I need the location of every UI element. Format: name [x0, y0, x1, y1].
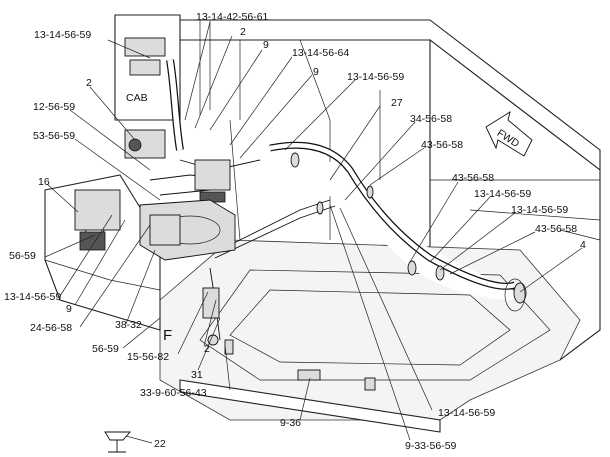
callout-label: 31	[191, 369, 203, 381]
callout-label: 9	[263, 39, 269, 51]
callout-label: 13-14-56-59	[4, 291, 61, 303]
callout-label: 9	[313, 66, 319, 78]
hose-routing	[79, 59, 527, 341]
callout-labels: 13-14-42-56-61 13-14-56-59 2 9 13-14-56-…	[4, 11, 586, 452]
callout-label: 43-56-58	[452, 172, 494, 184]
cab-label: CAB	[126, 92, 148, 104]
callout-label: 15-56-82	[127, 351, 169, 363]
callout-label: 13-14-56-59	[34, 29, 91, 41]
components	[74, 37, 526, 453]
callout-label: 22	[154, 438, 166, 450]
callout-label: 13-14-56-59	[511, 204, 568, 216]
view-letter-f: F	[163, 327, 172, 344]
callout-label: 43-56-58	[421, 139, 463, 151]
callout-label: 53-56-59	[33, 130, 75, 142]
callout-label: 33-9-60-56-43	[140, 387, 207, 399]
leader-lines	[44, 21, 583, 444]
callout-label: 24-56-58	[30, 322, 72, 334]
callout-label: 56-59	[9, 250, 36, 262]
callout-label: 13-14-56-59	[438, 407, 495, 419]
callout-label: 13-14-42-56-61	[196, 11, 269, 23]
callout-label: 56-59	[92, 343, 119, 355]
part-22-symbol	[104, 431, 131, 453]
callout-label: 9	[66, 303, 72, 315]
callout-label: 2	[204, 343, 210, 355]
callout-label: 43-56-58	[535, 223, 577, 235]
callout-label: 4	[580, 239, 586, 251]
callout-label: 9-36	[280, 417, 301, 429]
callout-label: 27	[391, 97, 403, 109]
callout-label: 12-56-59	[33, 101, 75, 113]
callout-label: 2	[86, 77, 92, 89]
callout-label: 13-14-56-64	[292, 47, 349, 59]
callout-label: 38-32	[115, 319, 142, 331]
callout-label: 9-33-56-59	[405, 440, 457, 452]
callout-label: 13-14-56-59	[347, 71, 404, 83]
machine-frame	[44, 14, 601, 433]
callout-label: 13-14-56-59	[474, 188, 531, 200]
callout-label: 2	[240, 26, 246, 38]
callout-label: 16	[38, 176, 50, 188]
callout-label: 34-56-58	[410, 113, 452, 125]
